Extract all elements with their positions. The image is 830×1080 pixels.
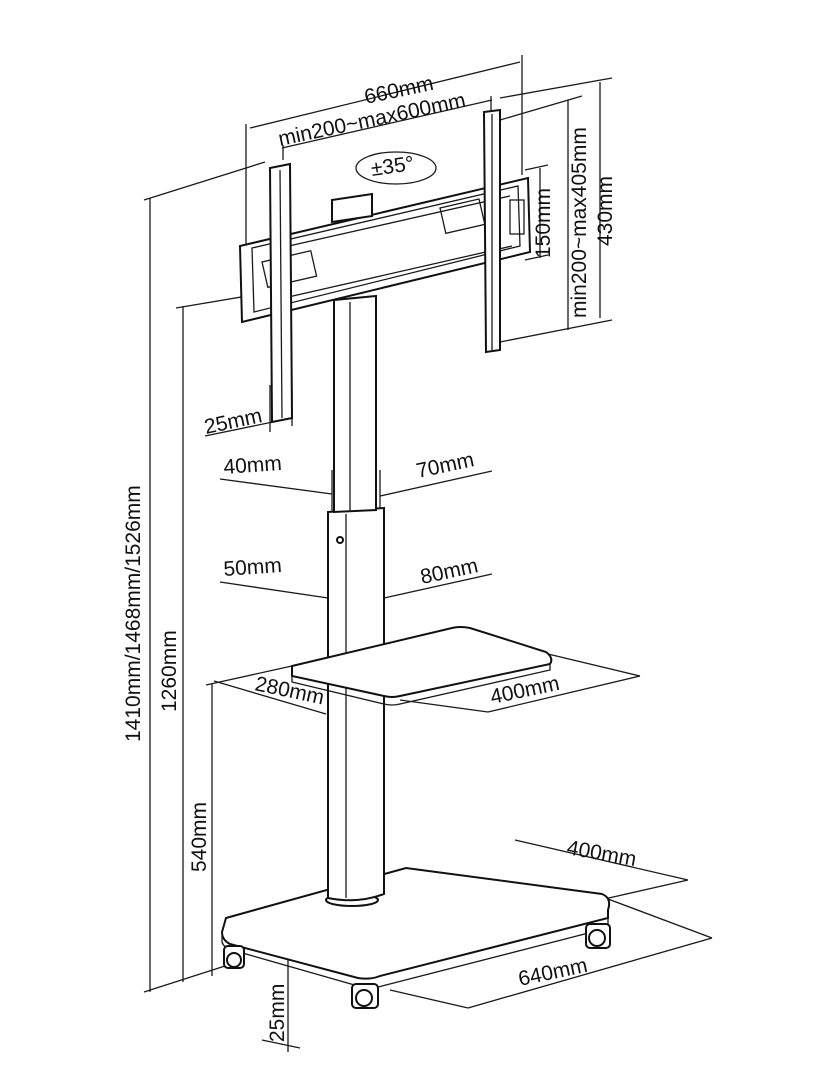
label-shelf-height: 540mm bbox=[188, 802, 211, 872]
label-pole-upper-right: 70mm bbox=[414, 448, 476, 483]
caster-right bbox=[585, 923, 611, 949]
label-tilt: ±35° bbox=[369, 152, 415, 181]
caster-front bbox=[351, 983, 379, 1009]
label-vesa-height: min200~max405mm bbox=[568, 127, 591, 318]
label-base-width: 640mm bbox=[516, 954, 589, 991]
tilt-indicator bbox=[355, 151, 437, 185]
label-base-thickness: 25mm bbox=[266, 984, 289, 1042]
label-pole-lower-left: 50mm bbox=[223, 554, 283, 581]
label-mount-height: 1260mm bbox=[158, 630, 181, 712]
stand-shelf bbox=[291, 626, 553, 706]
caster-left bbox=[223, 945, 245, 969]
label-bracket-offset: 150mm bbox=[532, 188, 555, 258]
stand-pole bbox=[327, 294, 385, 902]
dimension-lines bbox=[143, 55, 713, 1052]
label-overall-height: 1410mm/1468mm/1526mm bbox=[122, 485, 145, 742]
label-bracket-depth: 25mm bbox=[202, 404, 264, 439]
vesa-bracket bbox=[238, 108, 532, 424]
label-height-total: 430mm bbox=[594, 176, 617, 246]
label-pole-upper-left: 40mm bbox=[223, 452, 283, 479]
label-base-depth: 400mm bbox=[565, 836, 638, 871]
stand-base bbox=[220, 866, 611, 1009]
